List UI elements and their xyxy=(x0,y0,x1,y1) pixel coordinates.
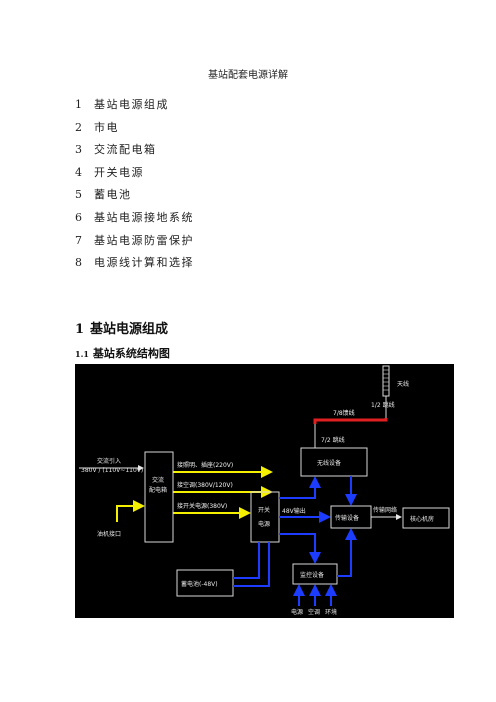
toc-item: 4 开关电源 xyxy=(75,165,144,179)
dc-to-radio-line xyxy=(279,476,321,499)
generator-line xyxy=(116,500,145,522)
monitor-equipment-label: 监控设备 xyxy=(300,571,324,579)
battery-label: 蓄电池(-48V) xyxy=(181,580,218,588)
feeder-label: 7/8馈线 xyxy=(333,409,355,417)
branch-lighting-label: 接照明、插座(220V) xyxy=(177,461,233,469)
ac-box-label-2: 配电箱 xyxy=(149,486,167,494)
toc-item: 1 基站电源组成 xyxy=(75,98,169,111)
branch-switch-ps-label: 接开关电源(380V) xyxy=(177,502,227,510)
antenna-label: 天线 xyxy=(397,380,409,388)
core-room-label: 核心机房 xyxy=(410,515,434,523)
dc-to-monitor-line xyxy=(279,533,321,564)
toc-item: 5 蓄电池 xyxy=(75,188,132,202)
radio-equipment-label: 无线设备 xyxy=(317,459,341,467)
toc-item: 3 交流配电箱 xyxy=(75,143,157,157)
table-of-contents: 1 基站电源组成 2 市电 3 交流配电箱 4 开关电源 5 蓄电池 6 基站电… xyxy=(75,96,194,277)
battery-box xyxy=(176,569,234,597)
monitor-env-label: 环境 xyxy=(325,608,337,616)
core-room-box xyxy=(402,507,450,529)
switch-ps-label-1: 开关 xyxy=(258,506,270,514)
base-station-structure-diagram: 天线 1/2 跳线 7/8馈线 7/2 跳线 交流引入 380V / (110V… xyxy=(75,364,454,618)
ac-box-label-1: 交流 xyxy=(152,476,164,484)
output-48v-label: 48V输出 xyxy=(282,507,306,515)
jumper-top-label: 1/2 跳线 xyxy=(371,401,395,409)
battery-line-2 xyxy=(233,542,270,587)
branch-aircon-label: 接空调(380V/120V) xyxy=(177,481,233,489)
monitor-to-transmission-line xyxy=(337,528,357,577)
switch-ps-label-2: 电源 xyxy=(258,520,270,528)
monitor-power-label: 电源 xyxy=(291,608,303,616)
ac-input-spec: 380V / (110V~110V) xyxy=(81,467,143,474)
toc-item: 8 电源线计算和选择 xyxy=(75,256,194,270)
toc-item: 6 基站电源接地系统 xyxy=(75,210,194,224)
ac-distribution-box xyxy=(144,451,174,543)
radio-equipment-box xyxy=(300,447,368,477)
jumper-label: 7/2 跳线 xyxy=(321,436,345,444)
monitor-aircon-label: 空调 xyxy=(308,608,320,616)
battery-line-1 xyxy=(233,542,260,579)
feeder-line xyxy=(313,418,388,424)
page-title: 基站配套电源详解 xyxy=(208,70,288,81)
transmission-equipment-label: 传输设备 xyxy=(335,514,359,522)
transmission-network-label: 传输网络 xyxy=(373,506,397,514)
toc-item: 2 市电 xyxy=(75,120,119,134)
ac-input-label: 交流引入 xyxy=(97,457,121,465)
toc-item: 7 基站电源防雷保护 xyxy=(75,233,194,247)
generator-port-label: 油机接口 xyxy=(97,530,121,538)
